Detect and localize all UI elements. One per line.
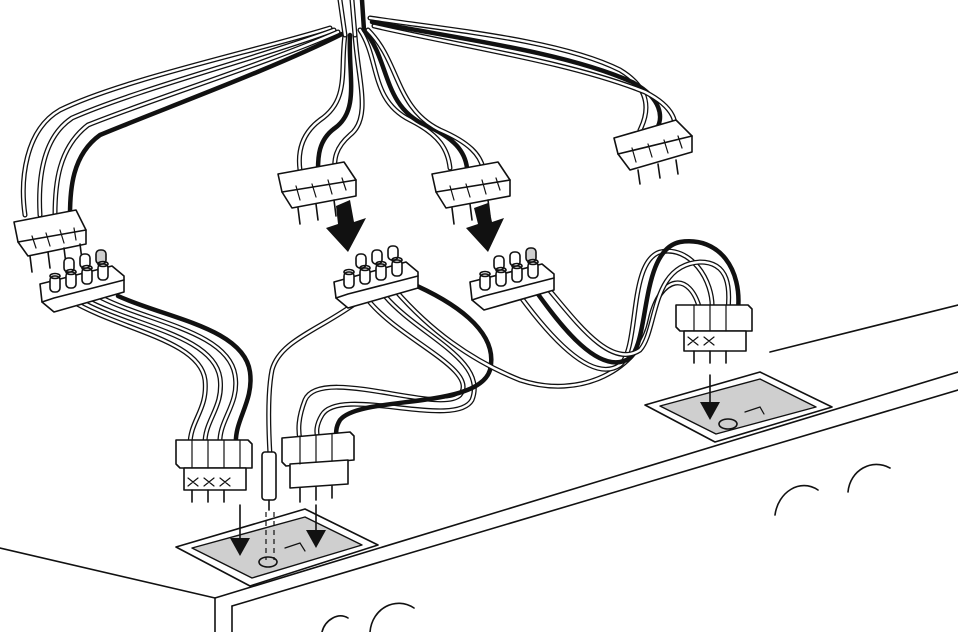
terminal-block-right[interactable] <box>469 247 555 311</box>
alignment-guide <box>265 512 275 560</box>
wire-harness-top <box>20 0 678 218</box>
knockout-hole <box>774 484 819 516</box>
plug-center-right[interactable] <box>431 161 511 225</box>
wire-harness-bottom <box>67 239 741 458</box>
pin-header-middle[interactable] <box>281 431 355 503</box>
knockout-hole <box>369 602 415 632</box>
pin-header-right[interactable] <box>675 304 753 364</box>
plug-right[interactable] <box>613 119 693 185</box>
mounting-plate-left <box>175 508 379 587</box>
insert-arrow-icon <box>230 504 250 556</box>
knockout-hole <box>847 463 891 493</box>
pin-header-left[interactable] <box>175 439 253 503</box>
insert-arrow-icon <box>700 374 720 420</box>
mounting-plate-right <box>644 371 833 443</box>
cabinet-housing <box>0 304 958 632</box>
single-pin-connector[interactable] <box>261 451 277 511</box>
plug-left[interactable] <box>13 209 87 273</box>
insert-arrow-icon <box>306 504 326 548</box>
knockout-hole <box>321 615 349 632</box>
arrow-down-icon <box>466 203 504 252</box>
arrow-down-icon <box>326 200 366 252</box>
terminal-block-left[interactable] <box>39 249 125 313</box>
plug-center-left[interactable] <box>277 161 357 225</box>
terminal-block-center[interactable] <box>333 245 419 309</box>
